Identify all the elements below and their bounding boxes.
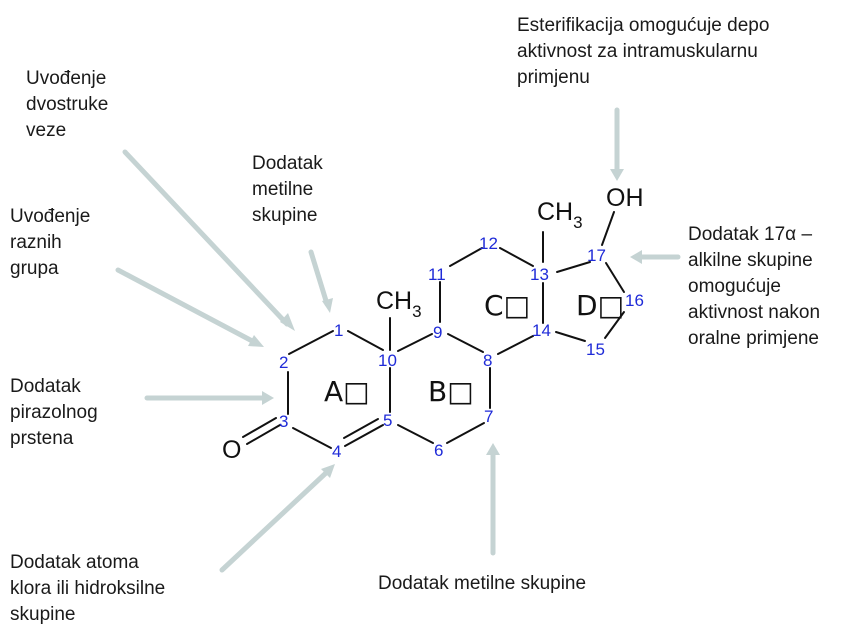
- ring-b-glyph: □: [447, 375, 473, 408]
- bond-11-12: [449, 247, 483, 267]
- methyl-10-ch: CH: [376, 287, 412, 315]
- arrowhead-alkyl-17: [630, 250, 642, 264]
- annotation-double-bond: Uvođenje dvostruke veze: [26, 68, 109, 141]
- arrowhead-various-groups: [248, 335, 264, 347]
- ring-d-label: D□: [576, 289, 624, 322]
- ring-c-glyph: □: [504, 289, 530, 322]
- methyl-10-sub: 3: [412, 302, 421, 321]
- bond-c3-o: [246, 424, 281, 445]
- position-3: 3: [279, 412, 288, 431]
- bond-4-5: [344, 424, 384, 447]
- molecule-atoms: O OH CH3 CH3: [222, 184, 644, 464]
- ring-d-letter: D: [576, 289, 598, 322]
- annotation-chlorine-hydroxyl: Dodatak atoma klora ili hidroksilne skup…: [10, 552, 166, 625]
- bond-17-16: [605, 262, 625, 293]
- bond-13-17: [556, 261, 591, 273]
- ring-labels: A□ B□ C□ D□: [324, 289, 624, 408]
- arrow-methyl-c1: [308, 249, 330, 307]
- position-8: 8: [483, 351, 492, 370]
- position-7: 7: [484, 407, 493, 426]
- bond-14-8: [497, 335, 534, 355]
- position-4: 4: [332, 442, 341, 461]
- methyl-13-sub: 3: [573, 213, 582, 232]
- bond-8-9: [447, 333, 484, 353]
- annotation-alkyl-17: Dodatak 17α – alkilne skupine omogućuje …: [688, 224, 821, 349]
- ring-a-label: A□: [324, 375, 370, 408]
- position-11: 11: [428, 265, 446, 284]
- position-13: 13: [530, 265, 549, 284]
- arrowhead-esterification: [610, 169, 624, 181]
- oxygen-label: O: [222, 436, 241, 464]
- ring-a-letter: A: [324, 375, 343, 408]
- position-14: 14: [532, 321, 551, 340]
- annotation-methyl-c7: Dodatak metilne skupine: [378, 573, 587, 594]
- arrowhead-methyl-c7: [486, 443, 500, 455]
- position-5: 5: [383, 411, 392, 430]
- position-numbers: 1 2 3 4 5 6 7 8 9 10 11 12 13 14 15 16 1…: [279, 234, 644, 461]
- arrowhead-chlorine: [321, 464, 335, 478]
- methyl-13-ch: CH: [537, 198, 573, 226]
- bond-5-6: [397, 424, 434, 444]
- position-2: 2: [279, 353, 288, 372]
- position-9: 9: [433, 323, 442, 342]
- arrow-double-bond: [122, 149, 290, 327]
- annotation-esterification: Esterifikacija omogućuje depo aktivnost …: [517, 15, 770, 88]
- position-16: 16: [625, 291, 644, 310]
- bond-1-10: [347, 330, 384, 351]
- annotation-various-groups: Uvođenje raznih grupa: [10, 206, 91, 279]
- arrow-chlorine: [219, 469, 330, 573]
- position-12: 12: [479, 234, 498, 253]
- arrowhead-double-bond: [280, 313, 295, 331]
- bond-17-oh: [601, 211, 615, 246]
- bond-9-10: [397, 333, 433, 352]
- molecule-bonds: [242, 211, 625, 449]
- bond-1-2: [288, 330, 334, 355]
- ring-b-label: B□: [428, 375, 474, 408]
- bond-15-14: [555, 331, 586, 342]
- ring-a-glyph: □: [343, 375, 369, 408]
- ring-b-letter: B: [428, 375, 447, 408]
- position-1: 1: [334, 321, 343, 340]
- methyl-10-label: CH3: [376, 287, 422, 321]
- annotation-pyrazole: Dodatak pirazolnog prstena: [10, 376, 98, 449]
- bond-3-4: [292, 427, 332, 449]
- position-17: 17: [587, 246, 606, 265]
- bond-c3-o-double: [242, 417, 277, 438]
- arrowheads: [248, 169, 642, 478]
- bond-16-15: [604, 311, 625, 339]
- position-10: 10: [378, 351, 397, 370]
- bond-4-5-double: [343, 418, 379, 439]
- hydroxyl-label: OH: [606, 184, 644, 212]
- arrowhead-methyl-c1: [322, 298, 333, 313]
- position-15: 15: [586, 340, 605, 359]
- bond-6-7: [446, 422, 485, 444]
- bond-12-13: [499, 247, 534, 267]
- annotation-methyl-c1: Dodatak metilne skupine: [252, 153, 323, 226]
- position-6: 6: [434, 441, 443, 460]
- methyl-13-label: CH3: [537, 198, 583, 232]
- arrow-various-groups: [115, 267, 259, 346]
- ring-d-glyph: □: [598, 289, 624, 322]
- ring-c-letter: C: [484, 289, 504, 322]
- annotation-arrows: [115, 107, 681, 573]
- arrowhead-pyrazole: [262, 391, 274, 405]
- ring-c-label: C□: [484, 289, 530, 322]
